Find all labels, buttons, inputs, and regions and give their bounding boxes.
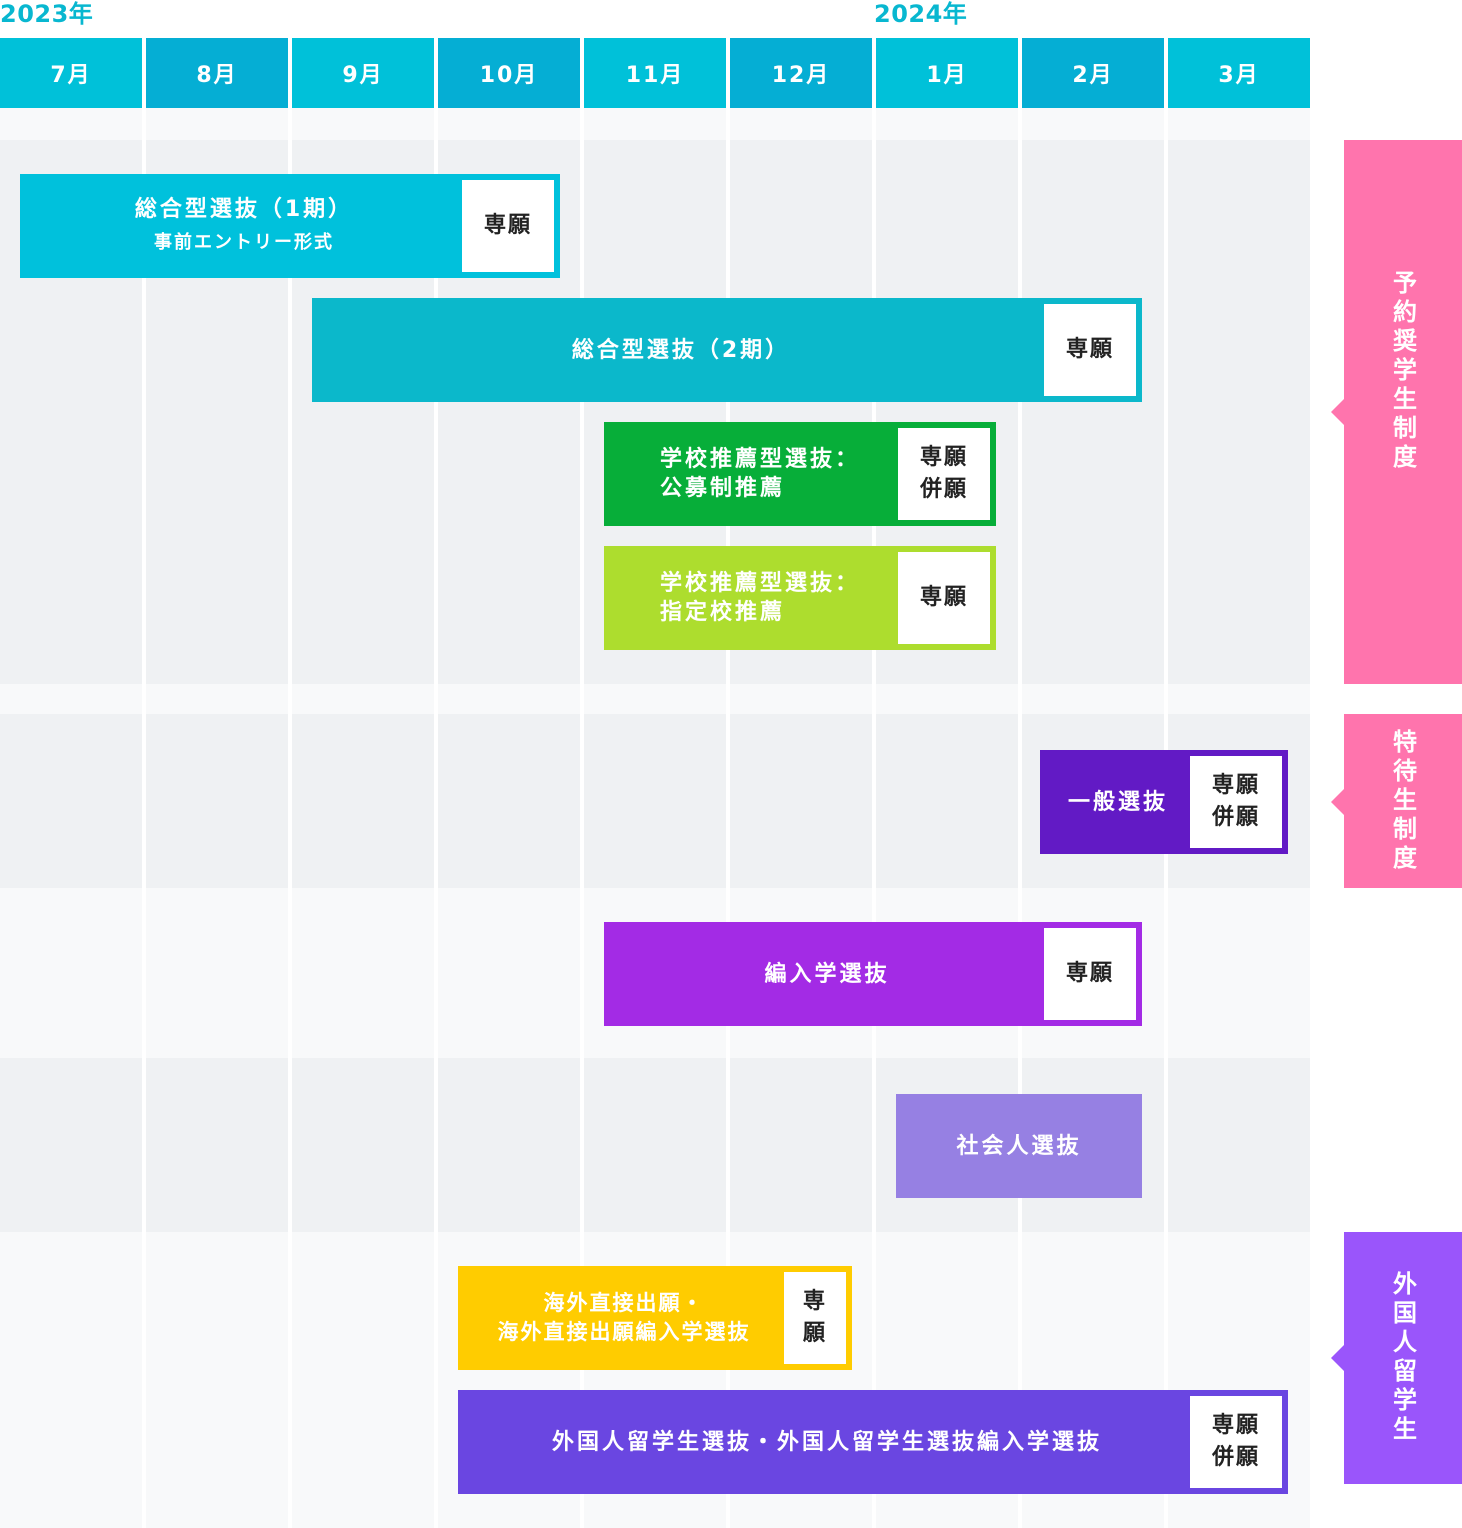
side-label-yoyaku: 予約奨学生制度 <box>1331 140 1462 684</box>
bar-title: 総合型選抜（1期） <box>134 197 354 222</box>
month-nov: 11月 <box>584 38 726 108</box>
side-label-gaikoku: 外国人留学生 <box>1331 1232 1462 1484</box>
bar-title: 外国人留学生選抜・外国人留学生選抜編入学選抜 <box>551 1429 1102 1455</box>
bar-title-line2: 公募制推薦 <box>660 476 786 501</box>
application-type-box: 専願 <box>1044 304 1136 396</box>
bar-title: 編入学選抜 <box>764 961 890 987</box>
bar-subtitle: 事前エントリー形式 <box>154 232 334 253</box>
month-feb: 2月 <box>1022 38 1164 108</box>
bar-sogo-1: 総合型選抜（1期） 事前エントリー形式 専願 <box>20 174 560 278</box>
side-label-text: 予約奨学生制度 <box>1388 269 1417 473</box>
month-oct: 10月 <box>438 38 580 108</box>
bar-ippan: 一般選抜 専願 併願 <box>1040 750 1288 854</box>
bar-sogo-2: 総合型選抜（2期） 専願 <box>312 298 1142 402</box>
bar-title-line1: 学校推薦型選抜： <box>660 447 861 472</box>
pointer-arrow-icon <box>1331 1345 1344 1371</box>
bar-shakaijin: 社会人選抜 <box>896 1094 1142 1198</box>
bar-title: 一般選抜 <box>1067 789 1168 815</box>
side-label-tokutai: 特待生制度 <box>1331 714 1462 888</box>
application-type-box: 専願 <box>462 180 554 272</box>
bar-title-line1: 海外直接出願・ <box>543 1291 705 1315</box>
application-type-box: 専願 併願 <box>898 428 990 520</box>
bar-ryugaku: 外国人留学生選抜・外国人留学生選抜編入学選抜 専願 併願 <box>458 1390 1288 1494</box>
bar-koubo: 学校推薦型選抜： 公募制推薦 専願 併願 <box>604 422 996 526</box>
month-jan: 1月 <box>876 38 1018 108</box>
bar-title: 総合型選抜（2期） <box>571 337 791 363</box>
pointer-arrow-icon <box>1331 399 1344 425</box>
bar-title-line2: 海外直接出願編入学選抜 <box>497 1320 751 1344</box>
bar-hennyu: 編入学選抜 専願 <box>604 922 1142 1026</box>
bar-title-line2: 指定校推薦 <box>660 600 786 625</box>
application-type-box: 専願 <box>898 552 990 644</box>
year-2024: 2024年 <box>874 0 968 28</box>
pointer-arrow-icon <box>1331 789 1344 815</box>
application-type-box: 専願 併願 <box>1190 756 1282 848</box>
application-type-box: 専願 <box>1044 928 1136 1020</box>
application-type-box: 専 願 <box>784 1272 846 1364</box>
side-label-text: 外国人留学生 <box>1388 1271 1417 1445</box>
month-aug: 8月 <box>146 38 288 108</box>
month-dec: 12月 <box>730 38 872 108</box>
bar-kaigai: 海外直接出願・ 海外直接出願編入学選抜 専 願 <box>458 1266 852 1370</box>
bar-title: 社会人選抜 <box>956 1133 1082 1159</box>
month-sep: 9月 <box>292 38 434 108</box>
month-mar: 3月 <box>1168 38 1310 108</box>
side-label-text: 特待生制度 <box>1388 728 1417 874</box>
application-type-box: 専願 併願 <box>1190 1396 1282 1488</box>
month-jul: 7月 <box>0 38 142 108</box>
bar-shitei: 学校推薦型選抜： 指定校推薦 専願 <box>604 546 996 650</box>
year-2023: 2023年 <box>0 0 94 28</box>
bar-title-line1: 学校推薦型選抜： <box>660 571 861 596</box>
